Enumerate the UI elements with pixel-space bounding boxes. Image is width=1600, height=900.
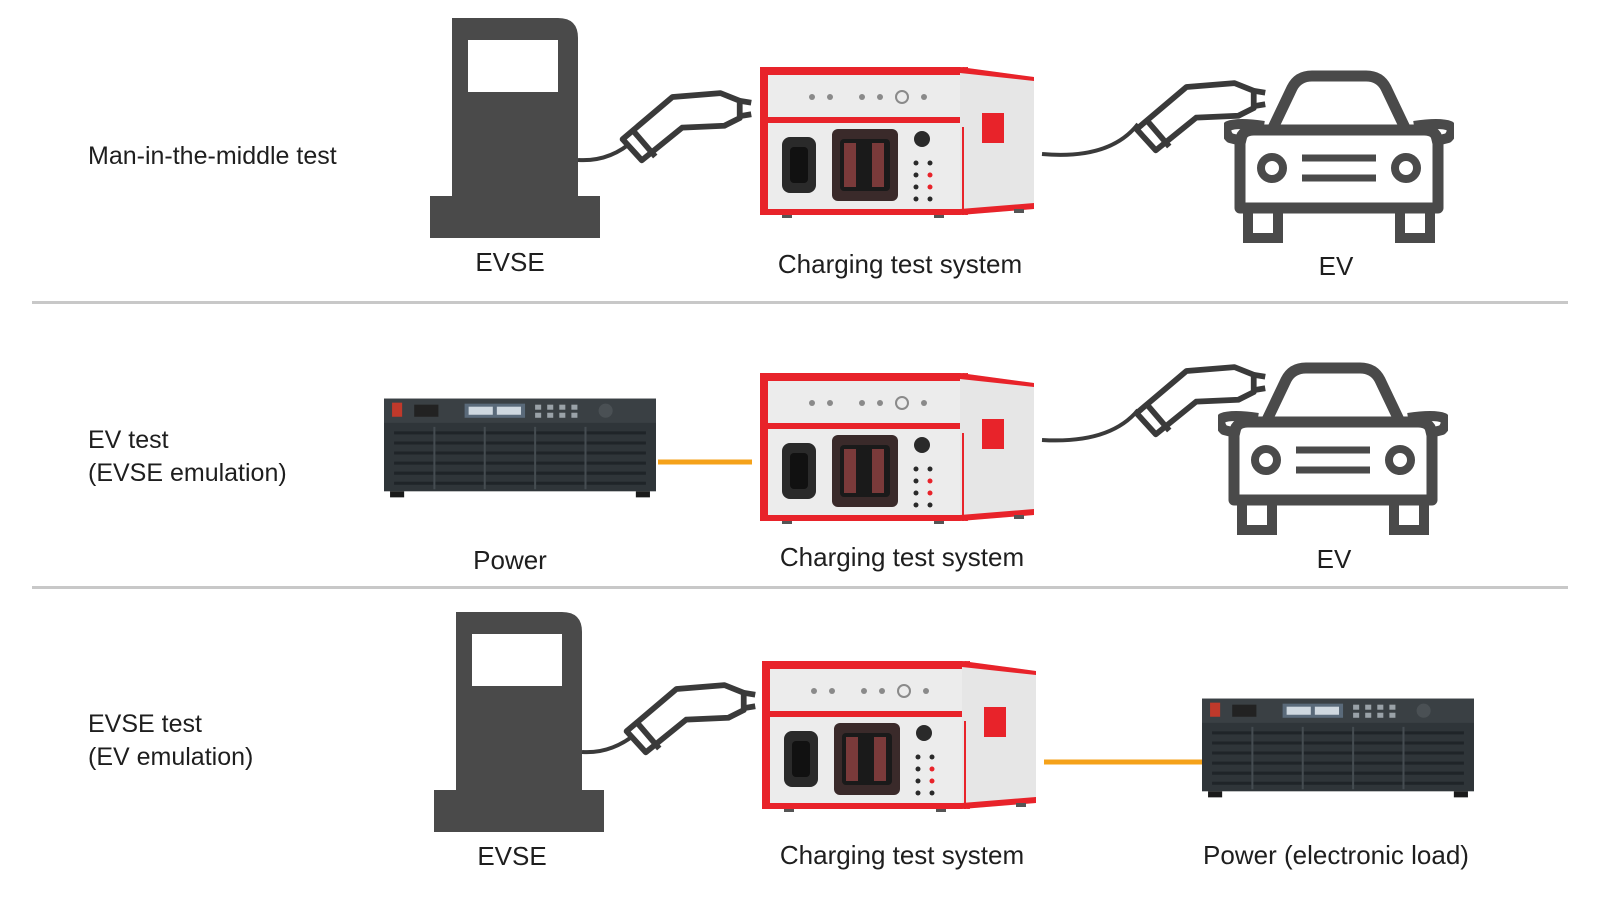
caption-evse: EVSE: [475, 247, 545, 277]
caption-ev: EV: [1316, 544, 1352, 574]
row-label-ev-test: EV test (EVSE emulation): [88, 426, 287, 487]
caption-charging-test-system: Charging test system: [779, 840, 1025, 870]
row-label-man-in-the-middle: Man-in-the-middle test: [88, 142, 337, 170]
electronic-load-icon: [1202, 698, 1474, 800]
charging-plug-icon: [616, 664, 762, 760]
caption-power: Power: [473, 545, 547, 575]
row-divider: [32, 586, 1568, 589]
caption-evse: EVSE: [477, 841, 547, 871]
charging-test-system-device: [754, 660, 1044, 812]
row-label-evse-test: EVSE test (EV emulation): [88, 710, 254, 771]
caption-charging-test-system: Charging test system: [777, 249, 1023, 279]
caption-ev: EV: [1318, 251, 1354, 281]
row-divider: [32, 301, 1568, 304]
caption-charging-test-system: Charging test system: [779, 542, 1025, 572]
caption-power-electronic-load: Power (electronic load): [1203, 840, 1469, 870]
